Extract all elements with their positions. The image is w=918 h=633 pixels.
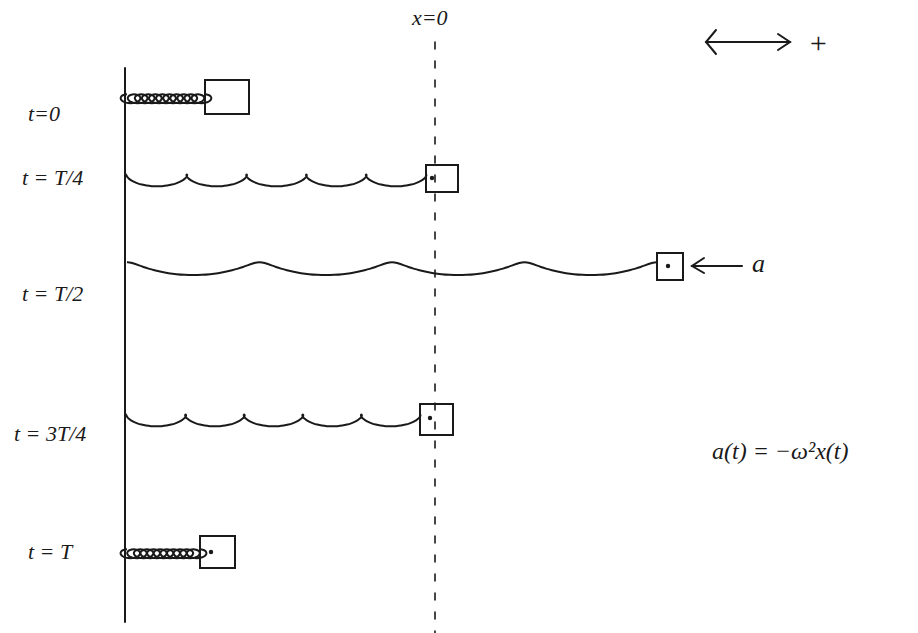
time-label: t = T/2 bbox=[22, 282, 83, 306]
equilibrium-line bbox=[434, 42, 436, 633]
mass-dot bbox=[210, 551, 212, 553]
spring-coil bbox=[127, 174, 427, 186]
mass-dot bbox=[431, 177, 433, 179]
sign-label: + bbox=[808, 26, 828, 59]
wall bbox=[124, 68, 126, 622]
arrow-head bbox=[778, 34, 790, 50]
mass-dot bbox=[667, 265, 669, 267]
acceleration-label: a bbox=[752, 250, 765, 279]
mass-block bbox=[657, 253, 683, 280]
spring-coil bbox=[127, 414, 421, 426]
spring-coil bbox=[121, 549, 207, 558]
mass-dot bbox=[429, 417, 431, 419]
spring-coil bbox=[121, 94, 212, 103]
mass-block bbox=[420, 404, 453, 435]
direction-arrow bbox=[706, 41, 790, 43]
equation-label: a(t) = −ω²x(t) bbox=[712, 438, 849, 464]
acceleration-arrow bbox=[692, 265, 742, 267]
position-label: x=0 bbox=[412, 6, 448, 30]
time-label: t = T/4 bbox=[22, 166, 83, 190]
spring-coil bbox=[127, 262, 657, 275]
mass-block bbox=[426, 165, 458, 192]
arrow-head bbox=[692, 258, 704, 273]
arrow-head bbox=[706, 30, 716, 54]
time-label: t = T bbox=[28, 540, 72, 564]
time-label: t = 3T/4 bbox=[14, 422, 86, 446]
time-label: t=0 bbox=[28, 102, 60, 126]
